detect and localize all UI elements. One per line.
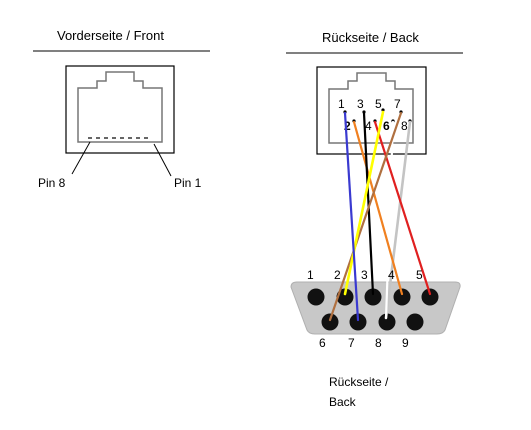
rj45-pin-1-label: 1: [338, 97, 345, 111]
rj45-pin-3-label: 3: [357, 97, 364, 111]
wire-grey: [384, 120, 412, 320]
db9-pin-3-label: 3: [361, 268, 368, 282]
db9-hole-7: [349, 313, 367, 331]
pin1-label: Pin 1: [174, 176, 202, 190]
db9-hole-1: [307, 288, 325, 306]
db9-pin-4-label: 4: [388, 268, 395, 282]
back-rj45-socket: [316, 66, 427, 155]
db9-pin-1-label: 1: [307, 268, 314, 282]
db9-caption-line2: Back: [329, 395, 356, 409]
db9-hole-8: [378, 313, 396, 331]
wires: [328, 110, 432, 322]
wire-blue: [343, 111, 360, 322]
db9-hole-3: [364, 288, 382, 306]
db9-hole-2: [336, 288, 354, 306]
wire-red: [373, 120, 432, 296]
pin8-label: Pin 8: [38, 176, 66, 190]
rj45-pin-6-label: 6: [383, 119, 390, 133]
wire-orange: [352, 120, 404, 296]
db9-pin-holes: [307, 288, 439, 331]
rj45-pin-7-label: 7: [394, 97, 401, 111]
wire-black: [362, 111, 375, 296]
front-title: Vorderseite / Front: [57, 28, 164, 43]
rj45-pin-2-label: 2: [344, 119, 351, 133]
db9-pin-9-label: 9: [402, 336, 409, 350]
db9-pin-2-label: 2: [334, 268, 341, 282]
db9-pin-6-label: 6: [319, 336, 326, 350]
db9-pin-8-label: 8: [375, 336, 382, 350]
front-rj45-socket: [65, 65, 175, 154]
wire-white: [384, 120, 395, 320]
db9-caption: Rückseite / Back: [329, 372, 439, 412]
db9-hole-5: [421, 288, 439, 306]
rj45-pin-8-label: 8: [401, 119, 408, 133]
db9-pin-7-label: 7: [348, 336, 355, 350]
db9-hole-9: [406, 313, 424, 331]
wire-brown: [328, 111, 403, 322]
db9-pin-5-label: 5: [416, 268, 423, 282]
pin1-leader: [153, 143, 172, 177]
back-title: Rückseite / Back: [322, 30, 419, 45]
db9-caption-line1: Rückseite /: [329, 375, 389, 389]
pin8-leader: [71, 141, 91, 175]
rj45-pin-5-label: 5: [375, 97, 382, 111]
db9-hole-6: [321, 313, 339, 331]
wire-yellow: [343, 110, 385, 296]
rj45-pin-4-label: 4: [365, 119, 372, 133]
db9-hole-4: [393, 288, 411, 306]
